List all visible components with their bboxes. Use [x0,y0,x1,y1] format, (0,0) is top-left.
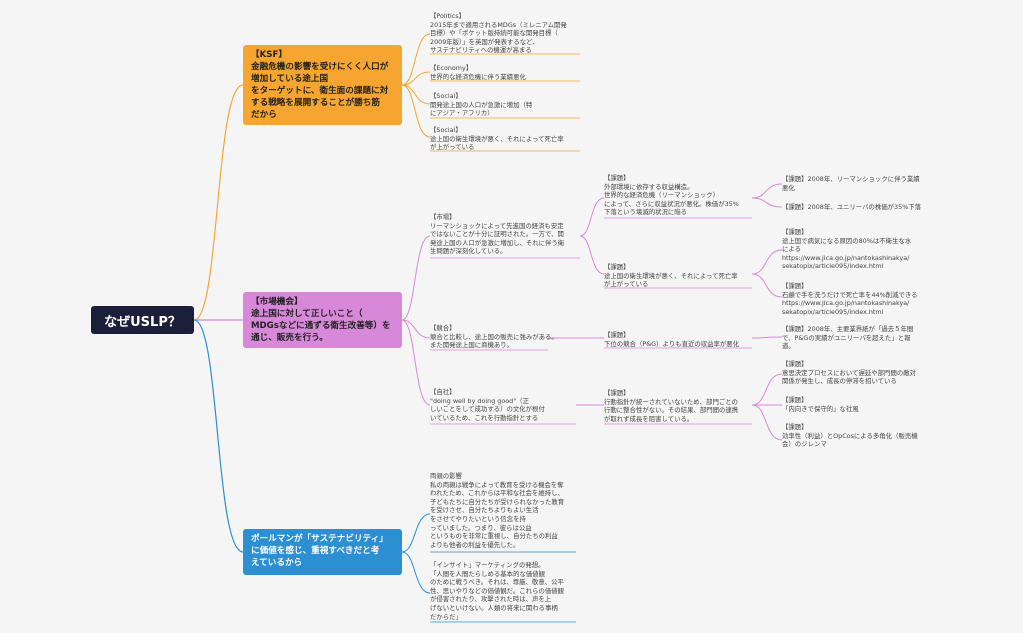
connector-ksf-economy [401,71,431,86]
connector-market-shijo [401,235,431,321]
connector-kyogo-issue-a [751,336,783,339]
connector-market-jisha [401,319,431,406]
connector-market-kyogo [401,319,431,339]
connector-polman-text2 [401,551,431,594]
leaf-social-population[interactable]: 【Social】 開発途上国の人口が急激に増加（特 にアジア・アフリカ） [430,92,533,118]
branch-ksf[interactable]: 【KSF】 金融危機の影響を受けにくく人口が 増加している途上国 をターゲットに… [243,45,402,125]
leaf-economy[interactable]: 【Economy】 世界的な経済危機に伴う業績悪化 [430,64,526,81]
leaf-issue-water[interactable]: 【課題】 途上国で病気になる原因の80%は不衛生な水 による https://w… [782,228,912,271]
root-topic[interactable]: なぜUSLP？ [91,306,194,334]
connector-ksf-social1 [401,84,431,105]
leaf-competition[interactable]: 【競合】 競合と比較し、途上国の販売に強みがある。 また開発途上国に商機あり。 [430,324,558,350]
leaf-social-hygiene[interactable]: 【Social】 途上国の衛生環境が悪く、それによって死亡率 が上がっている [430,126,564,152]
connector-issue2-b [751,273,783,298]
connector-polman-text1 [401,513,431,553]
connector-self-c [751,404,783,441]
connector-shijo-issue2 [579,235,605,275]
leaf-issue-culture[interactable]: 【課題】 「内向きで保守的」な社風 [782,396,859,413]
branch-polman[interactable]: ポールマンが「サステナビリティ」 に価値を感じ、重視すべきだと考 えているから [243,529,402,575]
leaf-issue-press[interactable]: 【課題】2008年、主要業界紙が「過去５年間 で、P&Gの実績がユニリーバを超え… [782,325,914,351]
leaf-issue-pg[interactable]: 【課題】 下位の競合（P&G）よりも直近の収益率が悪化 [604,331,740,348]
leaf-insight[interactable]: 「インサイト」マーケティングの発想。 「人間を人間たらしめる基本的な価値観 のた… [430,561,565,621]
connector-issue1-b [751,197,783,208]
connector-self-a [751,373,783,406]
leaf-market[interactable]: 【市場】 リーマンショックによって先進国の経済も安定 ではないことが十分に証明さ… [430,213,565,256]
leaf-issue-hygiene[interactable]: 【課題】 途上国の衛生環境が悪く、それによって死亡率 が上がっている [604,263,738,289]
leaf-issue-handwash[interactable]: 【課題】 石鹸で手を洗うだけで死亡率を44%削減できる https://www.… [782,282,918,316]
leaf-parents[interactable]: 両親の影響 私の両親は戦争によって教育を受ける機会を奪 われたため、これからは平… [430,472,565,549]
connector-shijo-issue1 [579,197,605,237]
branch-market-opportunity[interactable]: 【市場機会】 途上国に対して正しいこと（ MDGsなどに通ずる衛生改善等）を 通… [243,292,402,348]
connector-issue1-a [751,183,783,199]
connector-root-polman [193,319,244,553]
connector-ksf-social2 [401,84,431,138]
connector-ksf-politics [401,33,431,86]
connector-issue2-a [751,249,783,275]
leaf-issue-guideline[interactable]: 【課題】 行動指針が統一されていないため、部門ごとの 行動に整合性がない。その結… [604,389,739,423]
connector-root-ksf [193,84,244,321]
leaf-issue-decision[interactable]: 【課題】 意思決定プロセスにおいて遅延や部門間の敵対 関係が発生し、成長の停滞を… [782,360,917,386]
leaf-issue-lehman[interactable]: 【課題】2008年、リーマンショックに伴う業績 悪化 [782,175,920,192]
leaf-issue-external[interactable]: 【課題】 外部環境に依存する収益構造。 世界的な経済危機（リーマンショック） に… [604,174,739,217]
leaf-issue-dilemma[interactable]: 【課題】 効率性（利益）とOpCosによる多角化（販売機 会）のジレンマ [782,423,918,449]
leaf-politics[interactable]: 【Politics】 2015年まで適用されるMDGs（ミレニアム開発 目標）や… [430,12,567,55]
leaf-issue-stock[interactable]: 【課題】2008年、ユニリーバの株価が35%下落 [782,203,922,211]
leaf-company[interactable]: 【自社】 "doing well by doing good"（正 しいことをし… [430,388,545,422]
